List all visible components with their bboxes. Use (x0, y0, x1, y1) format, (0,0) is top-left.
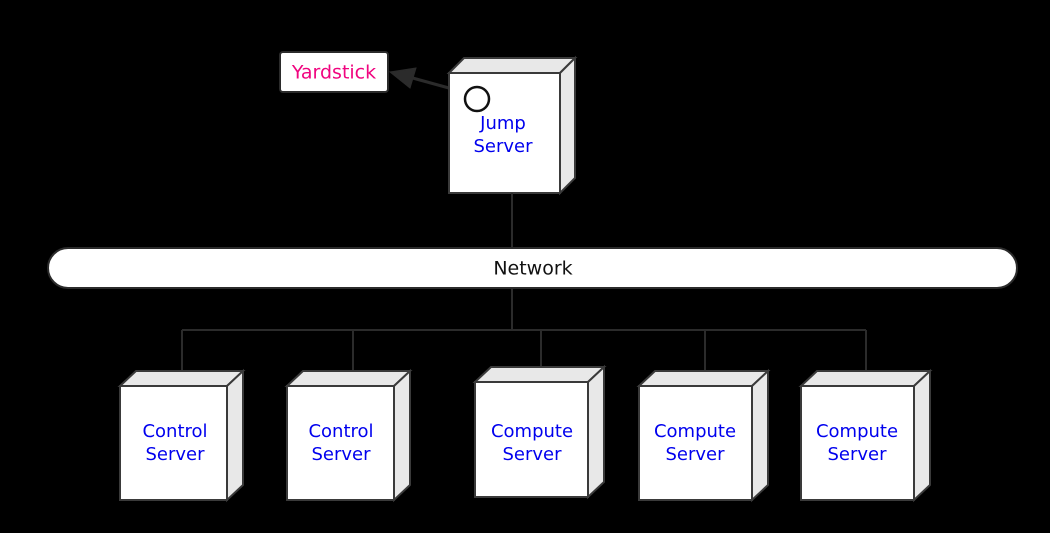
jump-server-label-line1: Jump (479, 113, 526, 134)
control-server-2-front-face (286, 385, 395, 501)
arrow-head-triangle (388, 67, 417, 89)
interface-circle-icon (463, 85, 491, 113)
yardstick-node[interactable]: Yardstick (279, 51, 389, 93)
jump-server-label-line2: Server (473, 136, 533, 157)
compute-server-3-front-face (800, 385, 915, 501)
compute-server-2-label-line1: Compute (654, 421, 736, 442)
control-server-2-side-face (393, 368, 411, 503)
compute-server-1-node[interactable]: Compute Server (472, 364, 607, 500)
control-server-1-front-face (119, 385, 228, 501)
compute-server-2-label-line2: Server (665, 444, 725, 465)
control-server-2-top-face (284, 370, 413, 387)
compute-server-2-front-face (638, 385, 753, 501)
control-server-2-label-line2: Server (311, 444, 371, 465)
compute-server-3-top-face (798, 370, 933, 387)
compute-server-1-top-face (472, 366, 607, 383)
yardstick-box-shape (279, 51, 389, 93)
network-label: Network (493, 258, 572, 280)
control-server-2-node[interactable]: Control Server (284, 368, 413, 503)
control-server-1-top-face (117, 370, 246, 387)
compute-server-1-front-face (474, 381, 589, 498)
compute-server-3-side-face (913, 368, 931, 503)
compute-server-1-label-line1: Compute (491, 421, 573, 442)
control-server-1-side-face (226, 368, 244, 503)
compute-server-1-side-face (587, 364, 605, 500)
compute-server-1-label-line2: Server (502, 444, 562, 465)
yardstick-label: Yardstick (291, 62, 376, 84)
control-server-2-label-line1: Control (308, 421, 373, 442)
jump-server-node[interactable]: Jump Server (446, 55, 578, 196)
compute-server-3-label-line1: Compute (816, 421, 898, 442)
control-server-1-label-line2: Server (145, 444, 205, 465)
jump-server-side-face (559, 55, 576, 196)
network-bar-shape (47, 247, 1018, 289)
compute-server-3-label-line2: Server (827, 444, 887, 465)
network-node[interactable]: Network (47, 247, 1018, 289)
control-server-1-node[interactable]: Control Server (117, 368, 246, 503)
compute-server-3-node[interactable]: Compute Server (798, 368, 933, 503)
jump-server-top-face (446, 57, 578, 74)
compute-server-2-side-face (751, 368, 769, 503)
compute-server-2-top-face (636, 370, 771, 387)
compute-server-2-node[interactable]: Compute Server (636, 368, 771, 503)
control-server-1-label-line1: Control (142, 421, 207, 442)
